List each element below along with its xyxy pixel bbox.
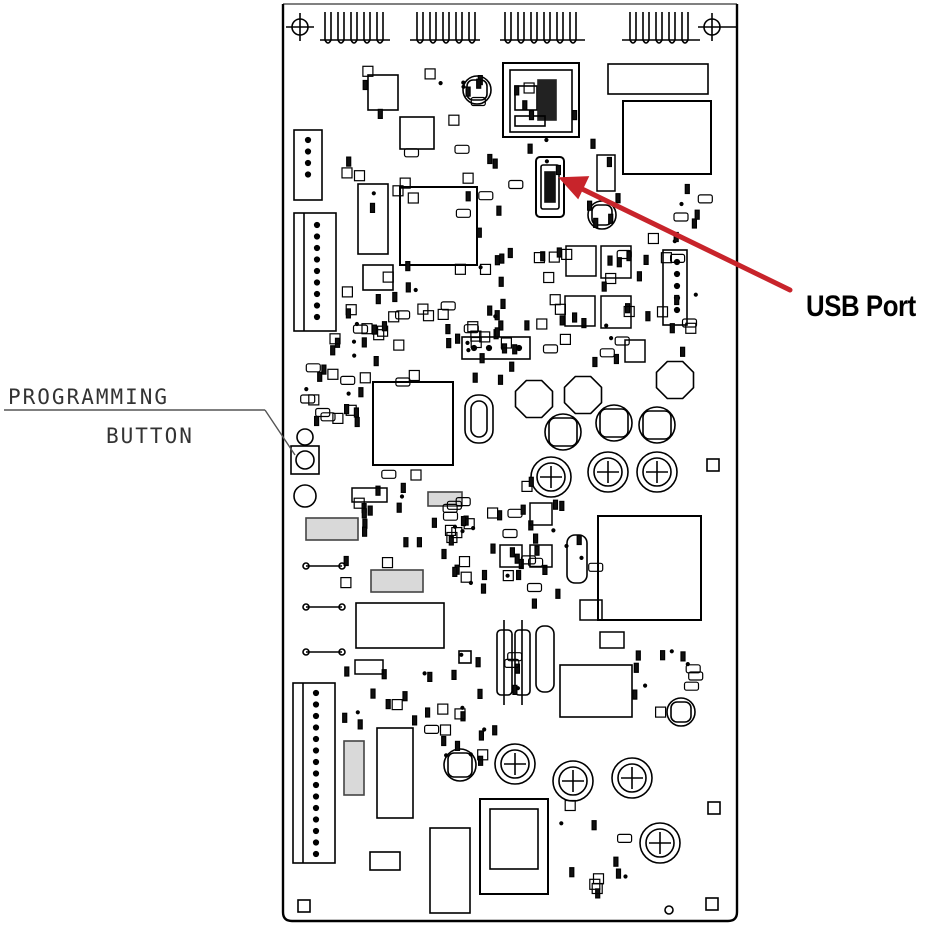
ethernet-jack	[502, 62, 580, 138]
relays	[496, 534, 588, 705]
large-ics	[355, 63, 712, 914]
axial-components	[302, 562, 346, 656]
usb-port	[535, 156, 565, 218]
programming-label: PROGRAMMING	[8, 385, 170, 409]
top-edge-connectors	[320, 12, 700, 44]
gray-pads	[305, 491, 463, 796]
board-outline	[281, 3, 739, 923]
round-components	[443, 75, 696, 782]
right-header	[662, 249, 688, 326]
programming-leader	[4, 409, 296, 456]
red-arrow-icon	[558, 176, 793, 293]
usb-port-label: USB Port	[806, 290, 916, 323]
corner-pads	[297, 458, 721, 915]
mounting-hole-top-left	[286, 13, 314, 41]
smd-components	[300, 65, 713, 899]
crystal	[464, 394, 494, 444]
octagon-capacitors	[514, 360, 695, 419]
button-label: BUTTON	[106, 424, 194, 448]
mounting-hole-top-right	[698, 13, 736, 41]
programming-button	[290, 428, 320, 508]
left-edge-connectors	[292, 129, 337, 864]
screw-terminals	[494, 451, 681, 864]
